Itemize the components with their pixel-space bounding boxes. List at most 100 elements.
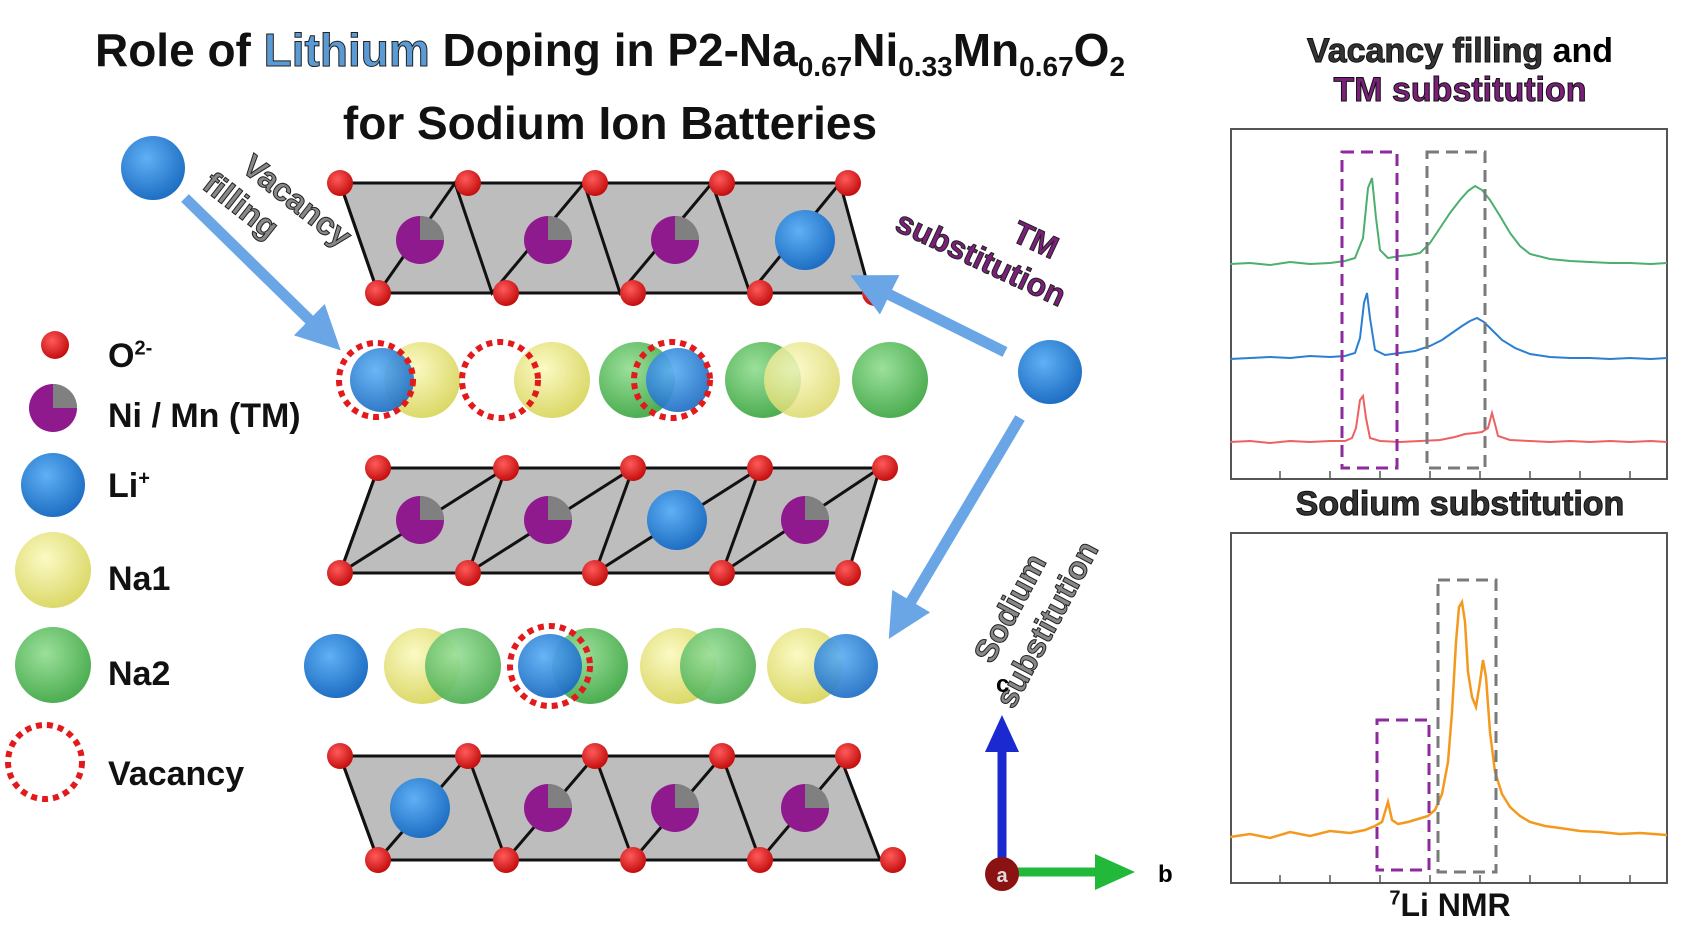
tm-atom (396, 496, 444, 544)
vacancy-filling-arrow (181, 194, 341, 351)
oxygen-atom (365, 455, 391, 481)
crystal-structure-diagram: Vacancy filling TM substitution Sodium s… (121, 136, 1173, 891)
nmr-trace-red (1230, 393, 1668, 445)
alkali-layer-1 (336, 339, 928, 421)
tm-atom (524, 496, 572, 544)
title-prefix: Role of (94, 24, 264, 76)
legend-vacancy-label: Vacancy (108, 755, 245, 793)
oxygen-atom (620, 847, 646, 873)
b-axis-label: b (1158, 861, 1173, 888)
li-atom (775, 210, 835, 270)
tm-atom (781, 784, 829, 832)
tm-substitution-label: TM substitution (890, 203, 1072, 314)
sodium-substitution-arrow (888, 415, 1025, 639)
bottom-nmr-panel (1230, 532, 1668, 884)
oxygen-atom (620, 280, 646, 306)
li-atom (518, 634, 582, 698)
bottom-panel-header: Sodium substitution (1295, 485, 1625, 524)
li-atom (814, 634, 878, 698)
oxygen-atom (709, 743, 735, 769)
tm-atom (524, 784, 572, 832)
tm-layer-1 (327, 170, 888, 306)
li-atom (646, 348, 710, 412)
legend-na2-symbol (15, 627, 91, 703)
title-mn: Mn (952, 24, 1020, 76)
li-atom (390, 778, 450, 838)
tm-layer-2 (327, 455, 898, 586)
oxygen-atom (327, 560, 353, 586)
page-title: Role of Lithium Doping in P2-Na0.67Ni0.3… (20, 22, 1200, 151)
nmr-label-text: Li NMR (1400, 887, 1511, 923)
oxygen-atom (493, 280, 519, 306)
top-header-vacancy: Vacancy filling (1306, 32, 1544, 71)
oxygen-atom (747, 847, 773, 873)
oxygen-atom (582, 170, 608, 196)
oxygen-atom (365, 280, 391, 306)
oxygen-atom (455, 743, 481, 769)
oxygen-atom (880, 847, 906, 873)
legend-symbols (5, 331, 91, 802)
legend-oxygen-symbol (41, 331, 69, 359)
tm-highlight-box (1340, 150, 1399, 470)
tm-atom (651, 784, 699, 832)
legend-oxygen-label: O2- (108, 337, 153, 375)
oxygen-atom (455, 560, 481, 586)
legend-li-label: Li+ (108, 467, 150, 505)
tm-substitution-arrow (850, 275, 1008, 357)
oxygen-atom (582, 743, 608, 769)
vacancy-highlight-box (1425, 150, 1487, 470)
tm-highlight-box-bottom (1375, 718, 1431, 872)
axis-triad: a c b (985, 671, 1173, 891)
title-lithium: Lithium (263, 24, 430, 77)
oxygen-atom (747, 280, 773, 306)
legend-vacancy-symbol (5, 722, 85, 802)
title-o: O (1073, 24, 1110, 76)
title-ni: Ni (852, 24, 899, 76)
oxygen-atom (835, 560, 861, 586)
title-line2: for Sodium Ion Batteries (342, 97, 878, 149)
na1-atom (764, 342, 840, 418)
oxygen-atom (327, 743, 353, 769)
top-nmr-panel (1230, 128, 1668, 480)
sodium-highlight-box (1436, 578, 1498, 874)
title-sub-na: 0.67 (797, 51, 853, 82)
vacancy-marker (336, 340, 416, 420)
oxygen-atom (493, 847, 519, 873)
top-header-and: and (1543, 32, 1614, 70)
tm-atom (651, 216, 699, 264)
legend-na1-symbol (15, 532, 91, 608)
tm-layer-3 (327, 743, 906, 873)
oxygen-atom (620, 455, 646, 481)
c-axis-label: c (996, 671, 1009, 698)
vacancy-marker (459, 339, 541, 421)
a-axis-origin (985, 857, 1019, 891)
vacancy-filling-label: Vacancy filling (196, 147, 359, 255)
top-panel-header: Vacancy filling and TM substitution (1230, 32, 1690, 110)
legend-na2-label: Na2 (108, 655, 171, 693)
tm-atom (524, 216, 572, 264)
li-atom (350, 348, 414, 412)
li-atom (304, 634, 368, 698)
incoming-li-atom (1018, 340, 1082, 404)
legend-na1-label: Na1 (108, 560, 171, 598)
li-atom (647, 490, 707, 550)
oxygen-atom (835, 170, 861, 196)
oxygen-atom (455, 170, 481, 196)
oxygen-atom (872, 455, 898, 481)
oxygen-atom (835, 743, 861, 769)
title-sub-ni: 0.33 (898, 51, 953, 82)
na2-atom (680, 628, 756, 704)
incoming-li-atom (121, 136, 185, 200)
top-header-tm: TM substitution (1333, 71, 1587, 110)
legend-tm-symbol (29, 384, 77, 432)
legend-li-symbol (21, 453, 85, 517)
nmr-trace-blue (1230, 292, 1668, 361)
nmr-trace-orange (1230, 598, 1668, 840)
title-mid: Doping in P2-Na (429, 24, 798, 76)
title-sub-mn: 0.67 (1019, 51, 1074, 82)
na1-atom (514, 342, 590, 418)
nmr-label-isotope: 7 (1389, 887, 1401, 910)
a-axis-label: a (996, 865, 1008, 887)
vacancy-marker (631, 339, 713, 421)
oxygen-atom (493, 455, 519, 481)
